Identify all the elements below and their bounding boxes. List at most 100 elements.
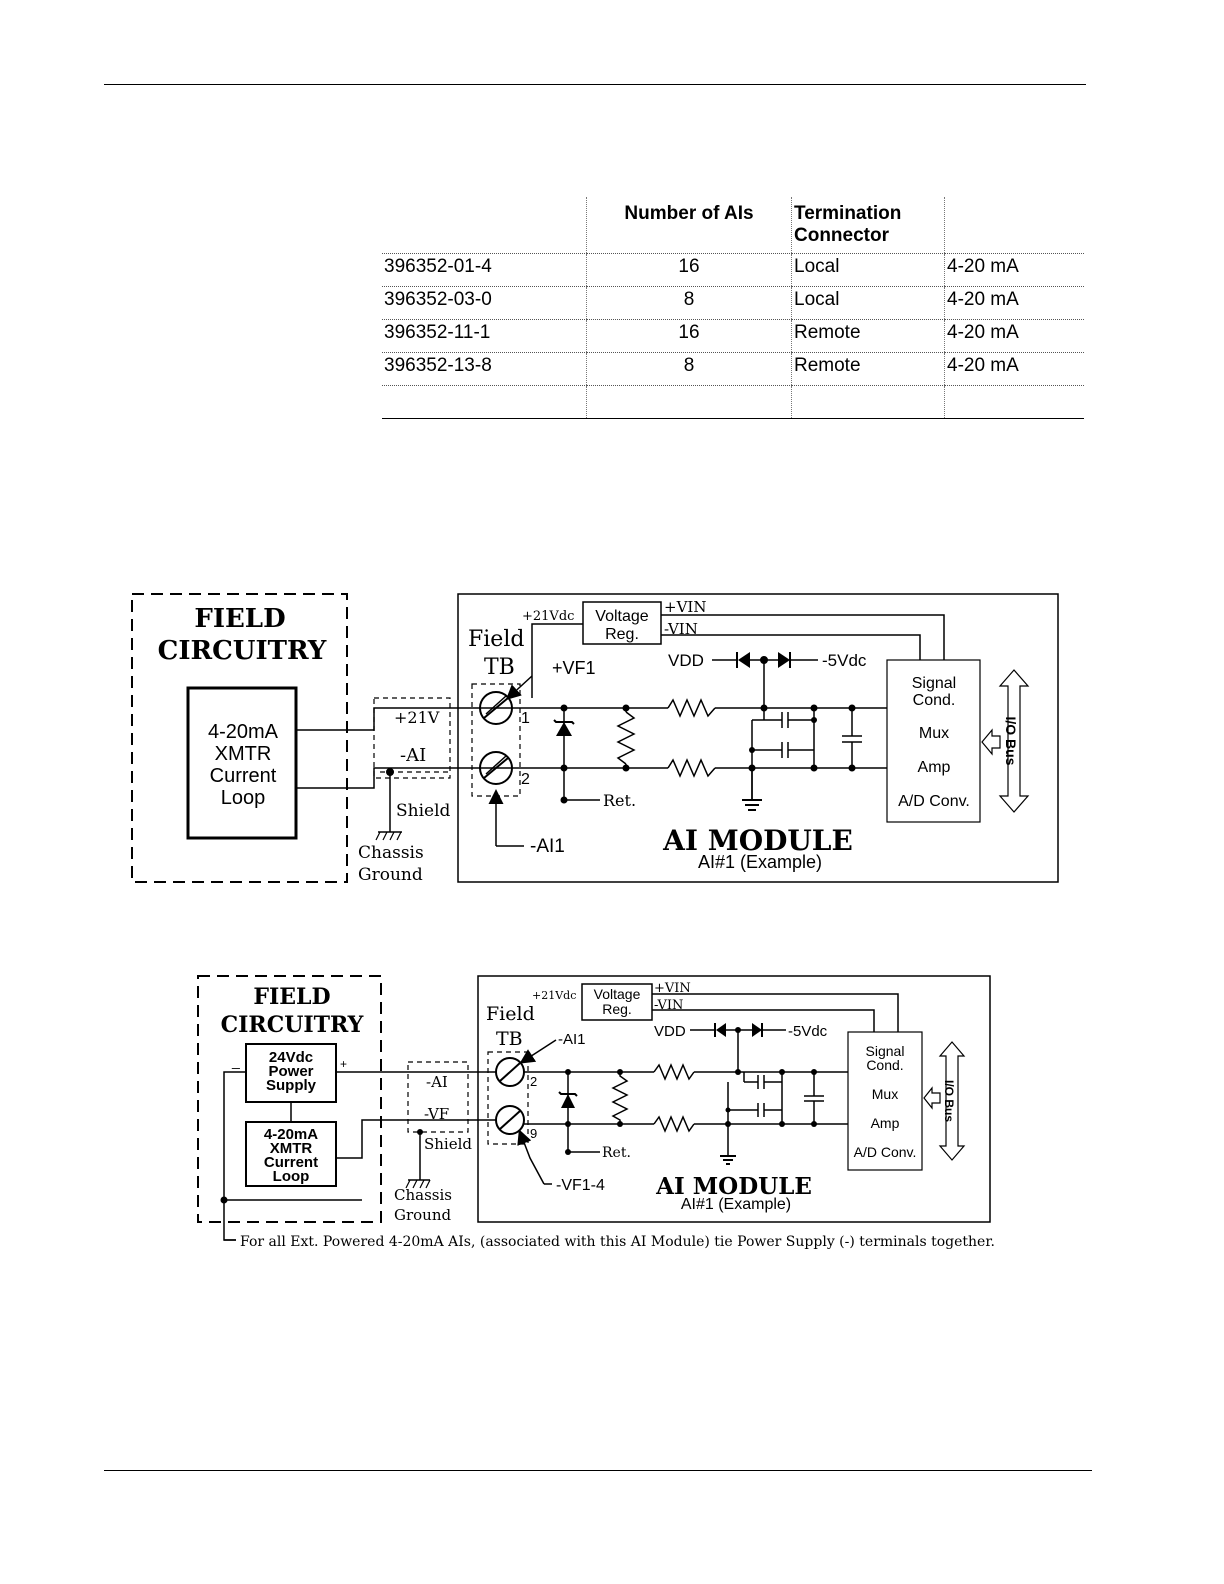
field-tb-label: Field (486, 1003, 535, 1025)
field-tb-box (471, 683, 521, 797)
table-header: Termination Connector (791, 197, 945, 254)
table-cell: Local (791, 253, 945, 287)
table-cell: 396352-01-4 (382, 253, 587, 287)
field-title: CIRCUITRY (158, 636, 327, 666)
vin-label: +VIN (664, 598, 706, 616)
wire-label: -VF (424, 1105, 449, 1123)
vreg-label: Reg. (602, 1001, 632, 1017)
vdd-label: VDD (668, 651, 704, 670)
chassis-label: Chassis (394, 1186, 452, 1204)
terminal-number: 9 (530, 1126, 537, 1141)
signal-cond-label: Cond. (866, 1057, 903, 1073)
module-subtitle: AI#1 (Example) (698, 852, 822, 872)
table-cell: 4-20 mA (944, 352, 1084, 386)
io-bus-arrow-icon (938, 1041, 966, 1161)
vdd-label: VDD (654, 1023, 686, 1040)
ai1-label: -AI1 (530, 836, 565, 857)
terminal-number: 2 (521, 771, 530, 788)
io-bus-arrow-icon (998, 669, 1030, 813)
cable-box (373, 697, 451, 779)
table-row: 396352-01-4 16 Local 4-20 mA (382, 253, 1084, 287)
terminal-number: 1 (521, 710, 530, 727)
table-row (382, 385, 1084, 419)
neg5v-label: -5Vdc (822, 651, 867, 670)
vf14-label: -VF1-4 (556, 1177, 605, 1194)
table-row: 396352-11-1 16 Remote 4-20 mA (382, 319, 1084, 353)
ai-module-table: Number of AIs Termination Connector 3963… (382, 197, 1084, 419)
table-cell: Remote (791, 319, 945, 353)
shield-label: Shield (424, 1135, 472, 1153)
field-tb-box (487, 1051, 529, 1145)
table-header-row: Number of AIs Termination Connector (382, 197, 1084, 254)
power-supply-label: Supply (266, 1077, 317, 1094)
table-cell: 8 (586, 352, 792, 386)
vin-label: -VIN (654, 998, 683, 1013)
diagram-2-externally-powered (197, 975, 991, 1241)
mux-label: Mux (872, 1086, 898, 1102)
adc-label: A/D Conv. (854, 1144, 917, 1160)
table-cell (791, 385, 945, 419)
signal-cond-box (847, 1031, 923, 1171)
xmtr-box (186, 686, 298, 840)
diagram-1-loop-powered (131, 593, 1059, 883)
io-bus-label: I/O Bus (942, 1080, 956, 1122)
neg5v-label: -5Vdc (788, 1023, 828, 1040)
signal-cond-label: Cond. (913, 692, 956, 709)
field-tb-label: Field (468, 627, 524, 652)
ai1-label: -AI1 (558, 1031, 586, 1048)
vin-label: -VIN (664, 620, 698, 638)
terminal-number: 2 (530, 1074, 537, 1089)
module-subtitle: AI#1 (Example) (681, 1196, 791, 1213)
supply-minus-sign: _ (231, 1053, 240, 1069)
footer-rule (104, 1470, 1092, 1471)
xmtr-label: Current (210, 765, 277, 787)
vf1-label: +VF1 (552, 658, 596, 678)
cable-box (407, 1061, 469, 1133)
table-cell: 4-20 mA (944, 286, 1084, 320)
wire-label: -AI (400, 745, 426, 766)
chassis-label: Chassis (358, 843, 424, 863)
voltage-reg-box (581, 983, 653, 1021)
field-title: FIELD (194, 604, 285, 634)
ret-label: Ret. (602, 1145, 631, 1161)
supply-label: +21Vdc (532, 989, 576, 1002)
table-cell: 4-20 mA (944, 253, 1084, 287)
xmtr-label: Loop (221, 787, 266, 809)
vreg-label: Voltage (594, 986, 641, 1002)
xmtr-label: XMTR (215, 743, 272, 765)
table-cell: Local (791, 286, 945, 320)
table-cell: 396352-03-0 (382, 286, 587, 320)
xmtr-label: Loop (273, 1168, 310, 1185)
terminal-screw-icon (495, 1105, 525, 1135)
table-cell: 4-20 mA (944, 319, 1084, 353)
field-tb-label: TB (496, 1028, 523, 1050)
amp-label: Amp (871, 1115, 900, 1131)
vin-label: +VIN (654, 981, 691, 996)
xmtr-label: 4-20mA (208, 721, 279, 743)
ground-label: Ground (394, 1206, 452, 1224)
xmtr-label: Current (264, 1154, 318, 1171)
ret-label: Ret. (603, 791, 636, 810)
xmtr-label: 4-20mA (264, 1126, 318, 1143)
signal-cond-box (886, 659, 981, 823)
ground-label: Ground (358, 865, 423, 885)
table-header (382, 197, 587, 254)
table-cell: 16 (586, 253, 792, 287)
voltage-reg-box (582, 601, 662, 645)
terminal-screw-icon (479, 751, 513, 785)
vreg-label: Voltage (595, 608, 648, 625)
field-circuitry-box (197, 975, 382, 1223)
table-header (944, 197, 1084, 254)
supply-label: +21Vdc (522, 609, 574, 624)
field-title: FIELD (253, 984, 330, 1010)
xmtr-label: XMTR (270, 1140, 313, 1157)
signal-cond-label: Signal (912, 675, 956, 692)
table-cell (586, 385, 792, 419)
shield-label: Shield (396, 801, 451, 821)
adc-label: A/D Conv. (898, 793, 970, 810)
table-cell (382, 385, 587, 419)
wire-label: +21V (394, 708, 440, 727)
amp-label: Amp (918, 759, 951, 776)
terminal-screw-icon (479, 691, 513, 725)
signal-cond-label: Signal (866, 1043, 905, 1059)
